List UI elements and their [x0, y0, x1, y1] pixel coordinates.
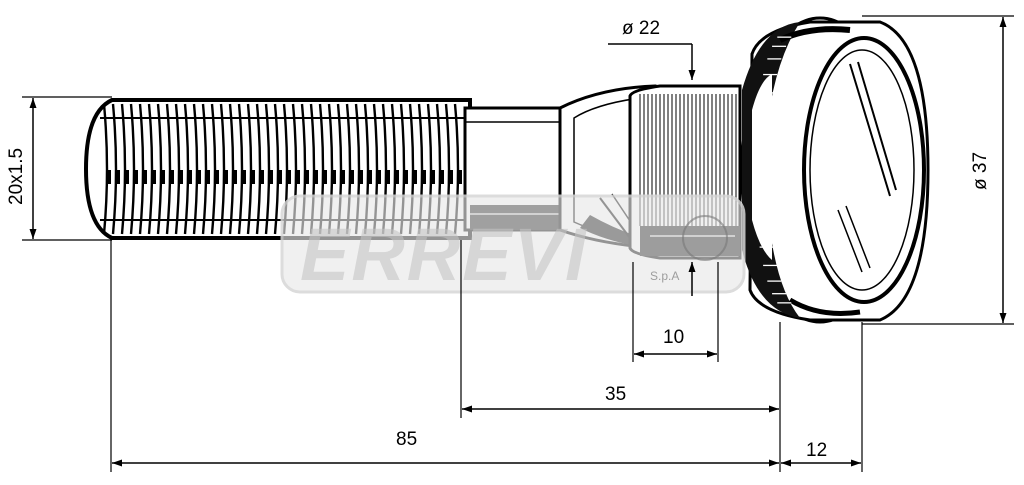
thread-shadow	[187, 170, 192, 184]
thread-shadow	[358, 170, 363, 184]
watermark-brand: ERREVI	[300, 213, 588, 296]
wheel-bolt	[83, 16, 930, 324]
dimension-head-thickness-label: 12	[806, 440, 827, 461]
thread-shadow	[439, 170, 444, 184]
dimension-knurl-length: 10	[632, 262, 719, 362]
thread-shadow	[322, 170, 327, 184]
bolt-head	[740, 16, 930, 324]
watermark: ERREVI S.p.A	[280, 194, 746, 296]
thread-shadow	[259, 170, 264, 184]
dimension-total-length: 85	[110, 240, 779, 472]
threaded-section	[83, 98, 472, 240]
head-rim-ribs	[754, 36, 792, 304]
dimension-thread-label: 20x1.5	[6, 148, 27, 205]
thread-shadow	[205, 170, 210, 184]
thread-shadow	[169, 170, 174, 184]
thread-shadow	[214, 170, 219, 184]
dimension-knurl-length-label: 10	[663, 327, 684, 348]
thread-shadow	[331, 170, 336, 184]
thread-shadow	[340, 170, 345, 184]
dimension-head-diameter: ø 37	[862, 15, 1014, 325]
thread-shadow	[376, 170, 381, 184]
thread-shadow	[385, 170, 390, 184]
dimension-head-thickness: 12	[781, 440, 861, 467]
thread-shadow	[403, 170, 408, 184]
dimension-shank-length: 35	[460, 240, 863, 472]
thread-shadow	[412, 170, 417, 184]
thread-shadow	[142, 170, 147, 184]
thread-shadow	[367, 170, 372, 184]
thread-shadow	[430, 170, 435, 184]
thread-shadow	[196, 170, 201, 184]
thread-shadow	[106, 170, 111, 184]
thread-shadow	[232, 170, 237, 184]
thread-shadow	[178, 170, 183, 184]
thread-shadow	[115, 170, 120, 184]
thread-shadow	[124, 170, 129, 184]
thread-shadow	[286, 170, 291, 184]
thread-shadow	[277, 170, 282, 184]
thread-shadow	[457, 170, 462, 184]
dimension-thread: 20x1.5	[6, 96, 112, 241]
thread-shadow	[241, 170, 246, 184]
thread-shadow	[160, 170, 165, 184]
thread-shadow	[223, 170, 228, 184]
thread-shadow	[268, 170, 273, 184]
dimension-total-length-label: 85	[396, 429, 417, 450]
dimension-head-diameter-label: ø 37	[970, 152, 991, 190]
dimension-collar-diameter: ø 22	[608, 18, 696, 296]
thread-shadow	[133, 170, 138, 184]
dimension-shank-length-label: 35	[605, 384, 626, 405]
thread-shadow	[394, 170, 399, 184]
thread-shadow	[295, 170, 300, 184]
thread-shadow	[349, 170, 354, 184]
thread-shadow	[313, 170, 318, 184]
dimension-collar-diameter-label: ø 22	[622, 18, 660, 39]
thread-shadow	[151, 170, 156, 184]
thread-shadow	[448, 170, 453, 184]
thread-shadow	[421, 170, 426, 184]
thread-shadow	[304, 170, 309, 184]
thread-shadow	[250, 170, 255, 184]
watermark-suffix: S.p.A	[650, 269, 679, 283]
